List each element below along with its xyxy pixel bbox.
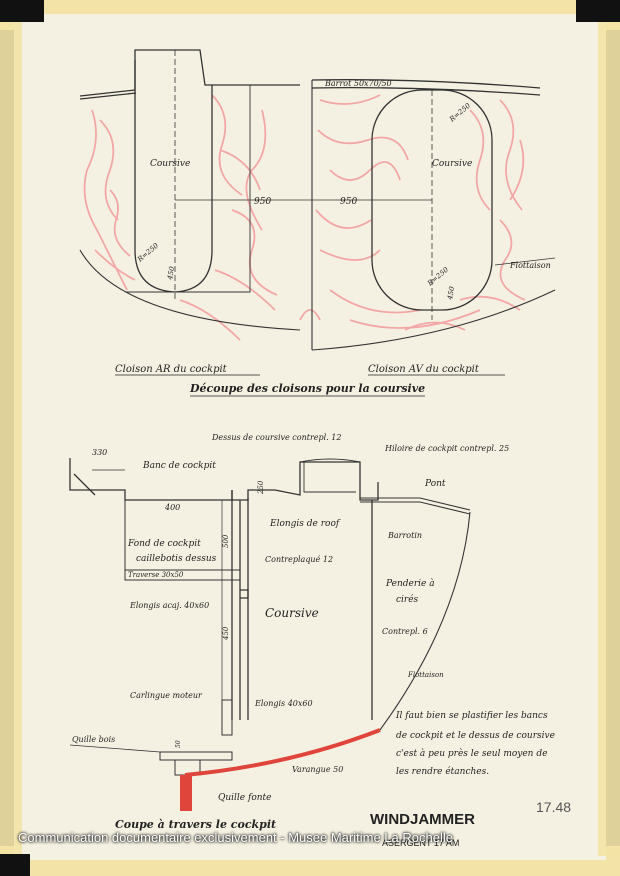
keel-red — [180, 775, 192, 811]
dim-450-section: 450 — [222, 626, 230, 641]
boat-name: WINDJAMMER — [370, 811, 475, 828]
note-line-1: Il faut bien se plastifier les bancs — [395, 711, 548, 721]
dim-500: 500 — [222, 534, 230, 548]
flotation-top: Flottaison — [509, 261, 551, 270]
caption-left-bulkhead: Cloison AR du cockpit — [115, 364, 228, 375]
coursive-section-label: Coursive — [265, 606, 319, 620]
fond-label-2: caillebotis dessus — [136, 554, 217, 564]
contreplaque-label: Contreplaqué 12 — [265, 555, 333, 564]
dim-330: 330 — [92, 448, 107, 457]
dim-250: 250 — [257, 480, 265, 495]
note-line-2: de cockpit et le dessus de coursive — [396, 731, 555, 741]
beam-label: Barrot 50x70/50 — [324, 79, 392, 88]
dim-950-left: 950 — [254, 197, 271, 207]
dim-450-left: 450 — [166, 265, 176, 281]
radius-right-top: R=250 — [447, 101, 472, 124]
quille-fonte-label: Quille fonte — [218, 793, 272, 803]
right-bulkhead — [250, 79, 556, 351]
section-caption: Coupe à travers le cockpit — [115, 818, 276, 831]
barrotin-label: Barrotin — [387, 531, 422, 540]
label-coursive-left: Coursive — [150, 159, 190, 169]
varangue-label: Varangue 50 — [292, 765, 343, 774]
top-drawing-title: Découpe des cloisons pour la coursive — [189, 382, 425, 395]
note-line-3: c'est à peu près le seul moyen de — [396, 748, 547, 759]
carlingue-label: Carlingue moteur — [130, 691, 203, 700]
tape-right — [598, 20, 620, 856]
left-bulkhead — [79, 49, 301, 331]
elongis-roof-label: Elongis de roof — [269, 519, 341, 529]
contrepl6-label: Contrepl. 6 — [382, 627, 428, 636]
corner-clip-left — [0, 0, 44, 22]
traverse-label: Traverse 30x50 — [128, 571, 184, 579]
quille-bois-label: Quille bois — [72, 735, 115, 744]
radius-left: R=250 — [135, 241, 160, 264]
dim-950-right: 950 — [340, 197, 357, 207]
dim-400: 400 — [164, 503, 180, 512]
boat-subtitle: ASERGENT 17 AM — [382, 838, 459, 848]
note-line-4: les rendre étanches. — [396, 766, 489, 777]
fond-label-1: Fond de cockpit — [127, 539, 201, 549]
tape-left — [0, 20, 22, 856]
top-label: Dessus de coursive contrepl. 12 — [211, 433, 341, 442]
cockpit-section — [69, 458, 471, 776]
elongis-acaj-label: Elongis acaj. 40x60 — [129, 601, 209, 610]
wood-grain-hatching — [83, 94, 526, 341]
elongis40-label: Elongis 40x60 — [254, 699, 313, 708]
radius-right-bottom: R=250 — [425, 265, 450, 288]
corner-clip-bottom-left — [0, 854, 30, 876]
penderie-label-1: Penderie à — [385, 578, 435, 589]
pont-label: Pont — [424, 479, 446, 489]
dim-50: 50 — [175, 740, 182, 748]
label-coursive-right: Coursive — [432, 159, 472, 169]
bench-label: Banc de cockpit — [142, 461, 216, 471]
hull-bottom-red — [184, 728, 381, 777]
watermark: Communication documentaire exclusivement… — [18, 830, 453, 845]
corner-clip-right — [576, 0, 620, 22]
caption-right-bulkhead: Cloison AV du cockpit — [368, 364, 480, 375]
dim-450-right: 450 — [446, 285, 456, 301]
flottaison-section: Flottaison — [407, 671, 444, 679]
penderie-label-2: cirés — [396, 594, 419, 605]
hiloire-label: Hiloire de cockpit contrepl. 25 — [384, 444, 509, 453]
stamp-number: 17.48 — [536, 799, 571, 815]
